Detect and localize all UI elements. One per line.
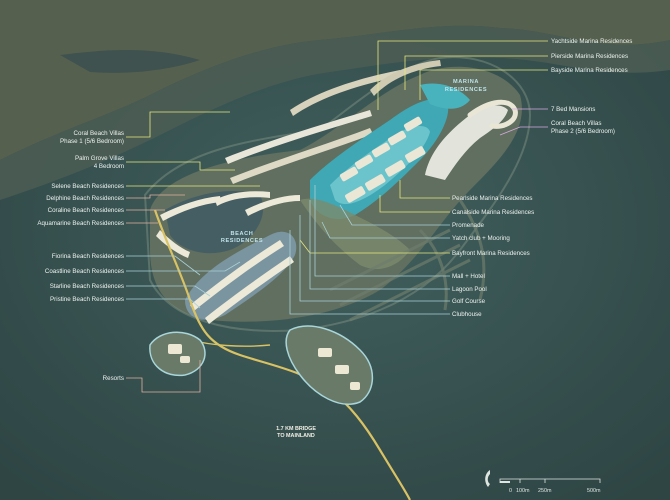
label-coral-beach-villas-1-line2: Phase 1 (5/6 Bedroom) bbox=[60, 138, 124, 145]
label-resorts: Resorts bbox=[103, 375, 124, 382]
main-road bbox=[153, 209, 411, 500]
label-aquamarine: Aquamarine Beach Residences bbox=[37, 220, 124, 227]
left-labels: Coral Beach Villas Phase 1 (5/6 Bedroom)… bbox=[37, 130, 124, 382]
scale-bar: 0 100m 250m 500m bbox=[485, 470, 601, 494]
scale-tick-0: 0 bbox=[509, 488, 512, 494]
label-mall-hotel: Mall + Hotel bbox=[452, 273, 485, 280]
marina-lagoon-north bbox=[420, 83, 470, 109]
marina-lagoon-inner bbox=[330, 126, 430, 205]
east-villa-peninsula bbox=[425, 105, 508, 180]
bridge-label-line2: TO MAINLAND bbox=[277, 433, 315, 439]
label-yachtside: Yachtside Marina Residences bbox=[551, 38, 632, 45]
label-coastline: Coastline Beach Residences bbox=[45, 268, 124, 275]
label-bayfront: Bayfront Marina Residences bbox=[452, 250, 530, 257]
label-starline: Starline Beach Residences bbox=[50, 283, 124, 290]
label-coral-beach-villas-2-line2: Phase 2 (5/6 Bedroom) bbox=[551, 128, 615, 135]
label-palm-grove-villas-line1: Palm Grove Villas bbox=[75, 155, 124, 162]
label-lagoon-pool: Lagoon Pool bbox=[452, 286, 487, 293]
left-leaders bbox=[126, 111, 260, 393]
zone-beach-line1: BEACH bbox=[231, 231, 254, 237]
label-coraline: Coraline Beach Residences bbox=[48, 207, 124, 214]
label-fiorina: Fiorina Beach Residences bbox=[52, 253, 124, 260]
scale-tick-250: 250m bbox=[538, 488, 552, 494]
marina-strip-2 bbox=[230, 128, 373, 184]
label-canalside: Canalside Marina Residences bbox=[452, 209, 534, 216]
marina-buildings bbox=[339, 116, 426, 203]
right-leaders bbox=[289, 40, 548, 315]
golf-course bbox=[300, 198, 410, 270]
scale-tick-500: 500m bbox=[587, 488, 601, 494]
right-labels: Yachtside Marina Residences Pierside Mar… bbox=[452, 38, 632, 318]
label-palm-grove-villas-line2: 4 Bedroom bbox=[94, 163, 124, 170]
marina-strip-4 bbox=[370, 60, 441, 96]
coastline-landmass bbox=[0, 0, 670, 160]
label-pristine: Pristine Beach Residences bbox=[50, 296, 124, 303]
label-golf-course: Golf Course bbox=[452, 298, 486, 305]
southern-canal-district bbox=[329, 199, 486, 322]
resort-buildings bbox=[168, 344, 360, 390]
label-pearlside: Pearlside Marina Residences bbox=[452, 195, 532, 202]
scale-tick-100: 100m bbox=[516, 488, 530, 494]
label-coral-beach-villas-2-line1: Coral Beach Villas bbox=[551, 120, 601, 127]
label-coral-beach-villas-1-line1: Coral Beach Villas bbox=[74, 130, 124, 137]
coastline-shallows bbox=[0, 25, 670, 200]
zone-marina-line2: RESIDENCES bbox=[445, 87, 487, 93]
inlet bbox=[60, 50, 200, 73]
bridge-label-line1: 1.7 KM BRIDGE bbox=[276, 426, 316, 432]
label-yacht-club: Yatch club + Mooring bbox=[452, 235, 510, 242]
label-selene: Selene Beach Residences bbox=[51, 183, 124, 190]
label-bayside: Bayside Marina Residences bbox=[551, 67, 628, 74]
marina-strip-3 bbox=[290, 70, 402, 116]
beach-buildings bbox=[156, 191, 300, 324]
mansions-hook bbox=[467, 99, 518, 129]
label-mansions: 7 Bed Mansions bbox=[551, 106, 595, 113]
label-promenade: Promenade bbox=[452, 222, 485, 229]
zone-marina-line1: MARINA bbox=[453, 79, 479, 85]
zone-beach-line2: RESIDENCES bbox=[221, 238, 263, 244]
marina-strip-1 bbox=[225, 110, 372, 164]
label-pierside: Pierside Marina Residences bbox=[551, 53, 628, 60]
label-clubhouse: Clubhouse bbox=[452, 311, 482, 318]
north-arrow-icon bbox=[485, 470, 490, 487]
label-delphine: Delphine Beach Residences bbox=[46, 195, 124, 202]
